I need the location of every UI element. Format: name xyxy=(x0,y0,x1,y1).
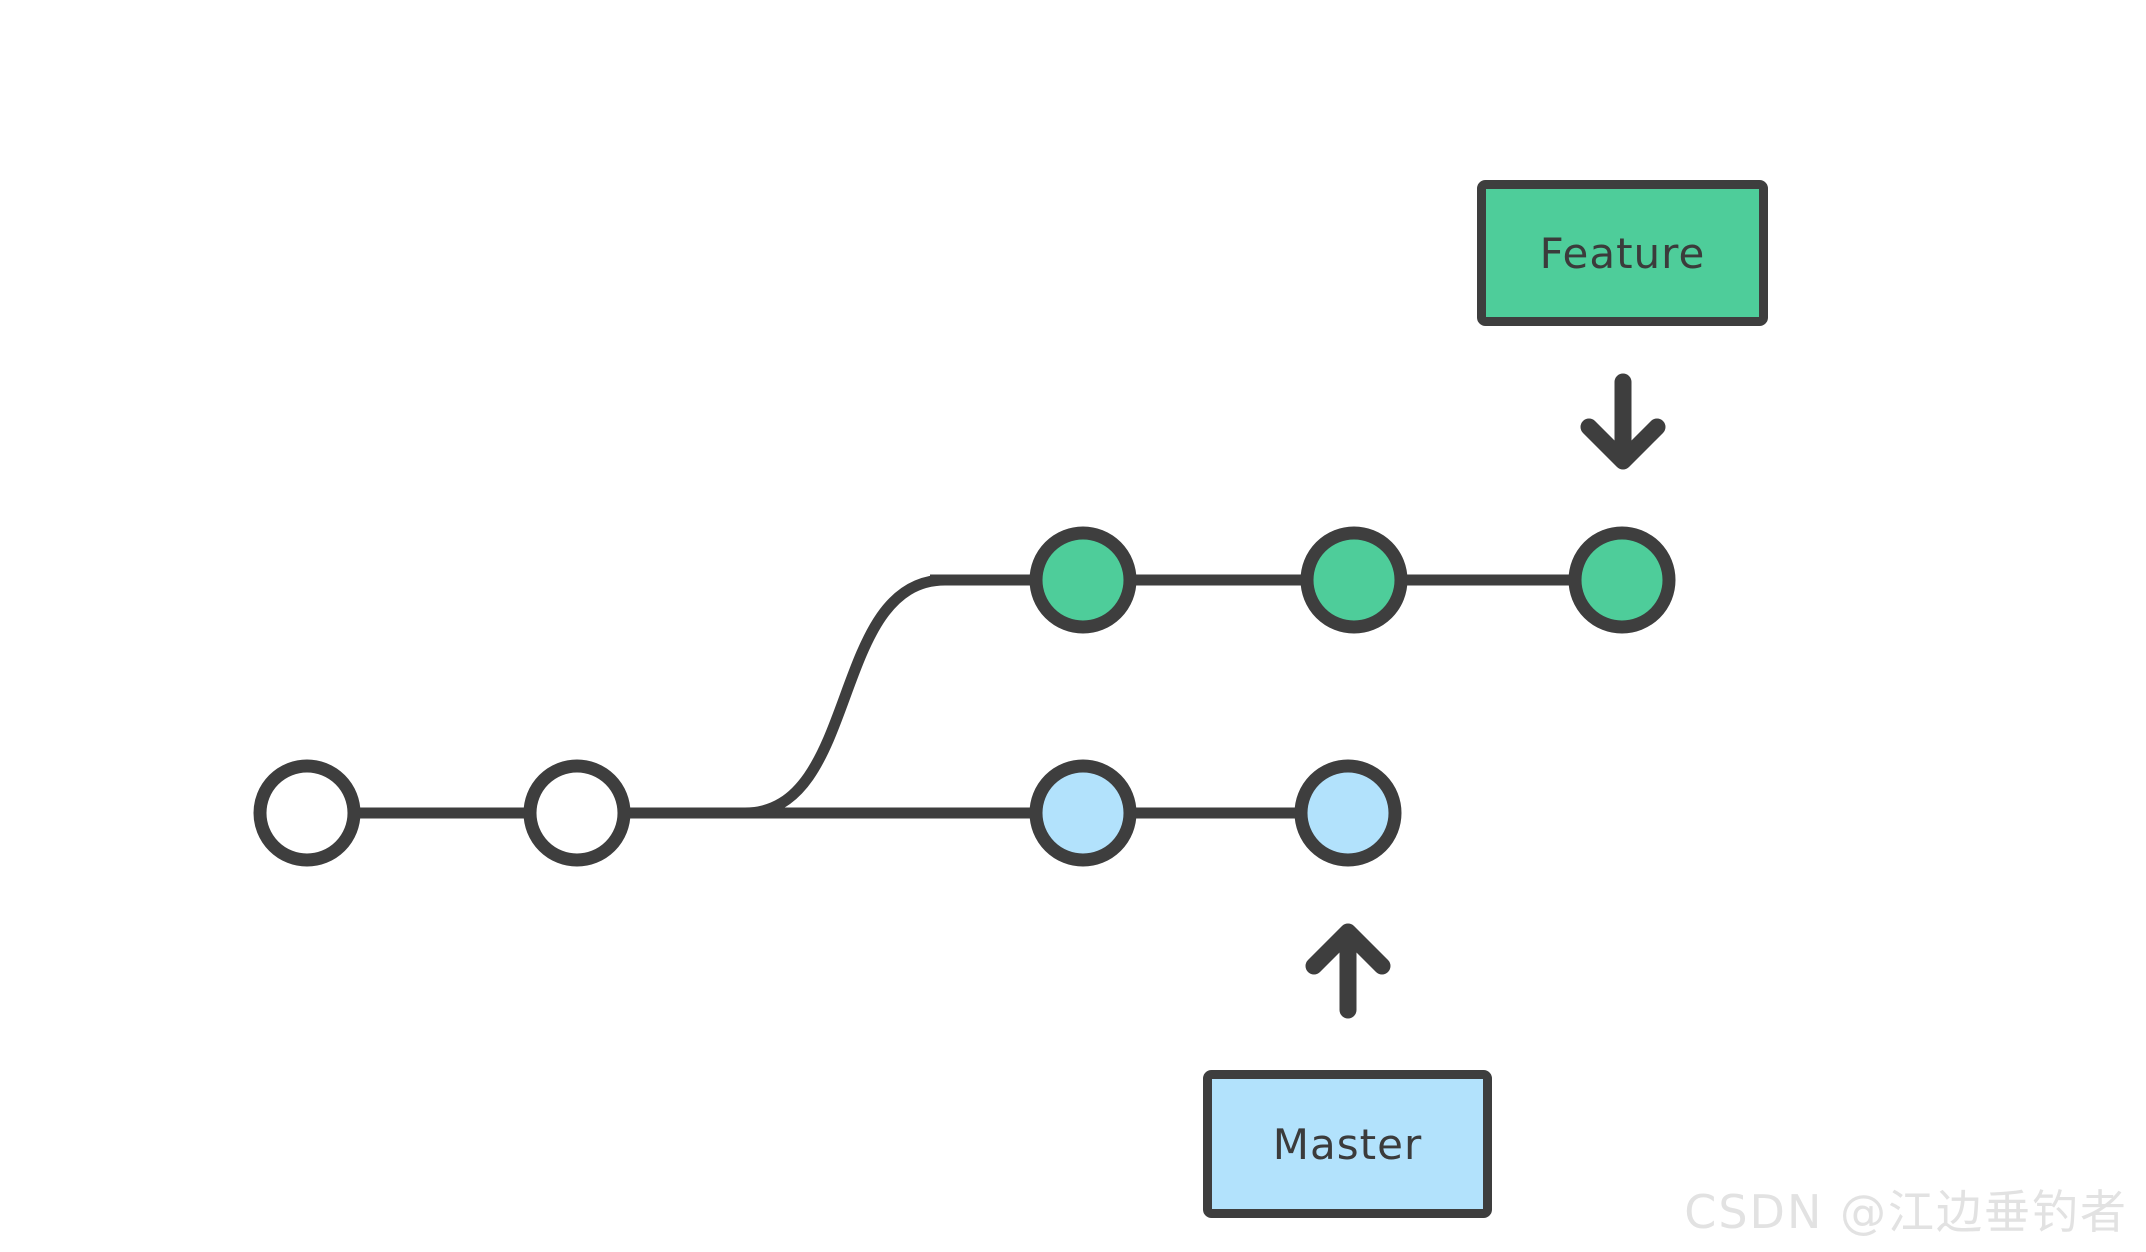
commit-node-feature-2[interactable] xyxy=(1300,526,1408,634)
arrow-up-icon xyxy=(1305,923,1391,1019)
csdn-watermark: CSDN @江边垂钓者 xyxy=(1684,1185,2128,1239)
commit-node-feature-3[interactable] xyxy=(1568,526,1676,634)
arrow-up-head xyxy=(1305,923,1391,975)
commit-node-master-1[interactable] xyxy=(1029,759,1137,867)
master-label-box[interactable] xyxy=(1203,1070,1492,1218)
commit-node-master-2[interactable] xyxy=(1294,759,1402,867)
commit-node-base-2[interactable] xyxy=(523,759,631,867)
master-lane-commits xyxy=(253,759,1402,867)
commit-node-feature-1[interactable] xyxy=(1029,526,1137,634)
feature-lane-commits xyxy=(1029,526,1676,634)
feature-label-box[interactable] xyxy=(1477,180,1768,326)
branch-lines xyxy=(307,574,1622,819)
branch-off-curve xyxy=(739,574,951,819)
arrow-down-icon xyxy=(1580,373,1666,470)
commit-node-base-1[interactable] xyxy=(253,759,361,867)
arrow-down-head xyxy=(1580,418,1666,470)
